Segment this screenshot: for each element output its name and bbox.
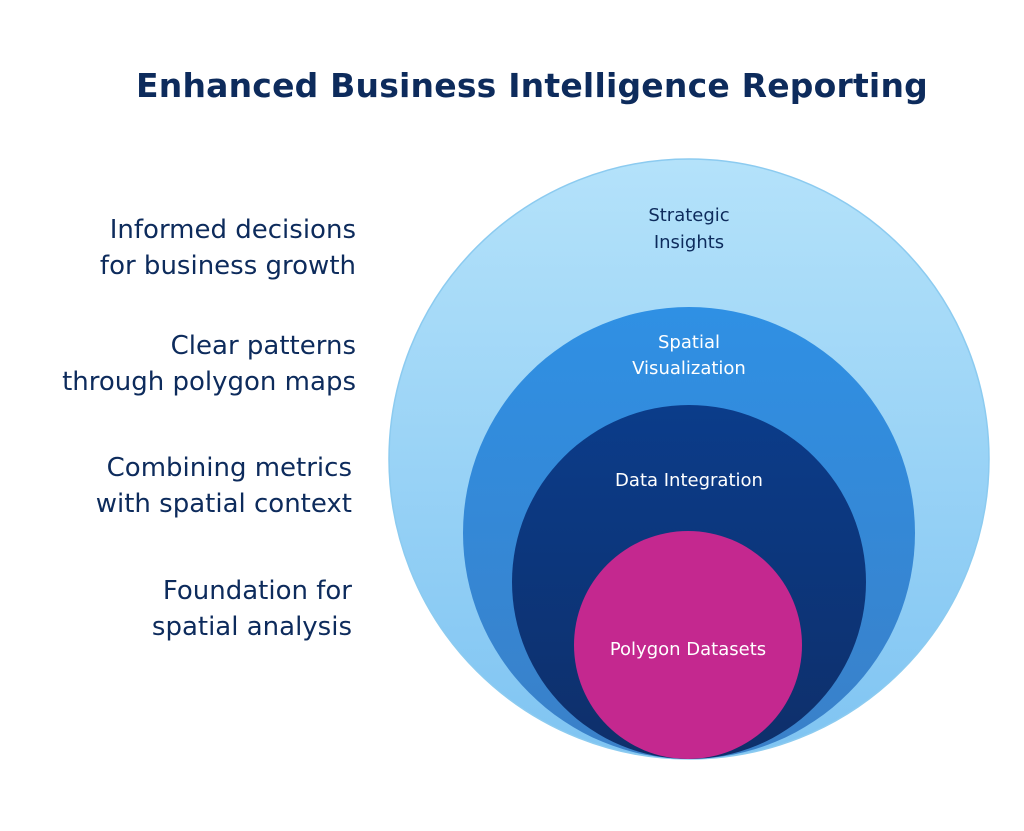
ring-label-visualization-line2: Visualization [632, 358, 746, 379]
left-label-line: spatial analysis [151, 612, 352, 642]
left-label-datasets: Foundation for spatial analysis [0, 573, 352, 645]
ring-label-integration: Data Integration [615, 470, 763, 491]
left-label-line: Clear patterns [170, 331, 356, 361]
left-label-integration: Combining metrics with spatial context [0, 450, 352, 522]
left-label-line: for business growth [99, 251, 356, 281]
left-label-visualization: Clear patterns through polygon maps [0, 328, 356, 400]
core-polygon-datasets [574, 531, 802, 759]
ring-label-strategic-line1: Strategic [648, 205, 729, 226]
left-label-line: through polygon maps [62, 367, 356, 397]
left-label-strategic: Informed decisions for business growth [0, 212, 356, 284]
diagram-title: Enhanced Business Intelligence Reporting [136, 66, 928, 105]
ring-label-datasets: Polygon Datasets [610, 639, 766, 660]
ring-label-visualization-line1: Spatial [658, 332, 720, 353]
left-label-line: Foundation for [162, 576, 352, 606]
ring-label-strategic-line2: Insights [654, 232, 724, 253]
left-label-line: with spatial context [95, 489, 352, 519]
left-label-line: Combining metrics [106, 453, 352, 483]
left-label-line: Informed decisions [109, 215, 356, 245]
